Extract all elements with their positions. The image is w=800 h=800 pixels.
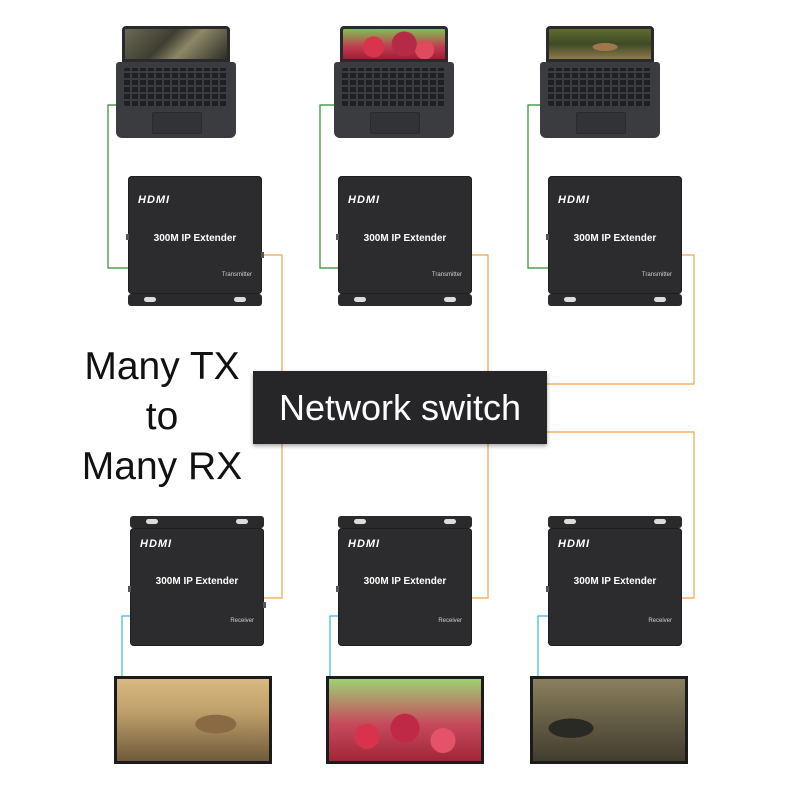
- port: [126, 234, 129, 240]
- device-role: Receiver: [438, 618, 462, 624]
- device-title: 300M IP Extender: [155, 576, 239, 587]
- mounting-ear: [548, 294, 682, 306]
- port: [336, 234, 339, 240]
- display-monitor-1: [114, 676, 272, 764]
- hdmi-cable-3: [527, 104, 548, 269]
- lan-cable-tx-2: [472, 254, 489, 371]
- keyboard: [548, 68, 652, 106]
- hdmi-logo: HDMI: [348, 194, 381, 206]
- hdmi-logo: HDMI: [138, 194, 171, 206]
- device-role: Transmitter: [221, 272, 252, 278]
- hdmi-logo: HDMI: [348, 538, 381, 550]
- device-role: Transmitter: [641, 272, 672, 278]
- hdmi-out-cable-2: [329, 615, 338, 676]
- topology-caption: Many TX to Many RX: [62, 342, 262, 492]
- lan-cable-rx-3: [547, 431, 695, 599]
- device-title: 300M IP Extender: [573, 233, 657, 244]
- mounting-ear: [128, 294, 262, 306]
- touchpad: [370, 112, 420, 134]
- hdmi-logo: HDMI: [140, 538, 173, 550]
- hdmi-cable-2: [319, 104, 342, 269]
- keyboard: [124, 68, 228, 106]
- device-role: Transmitter: [431, 272, 462, 278]
- caption-line-1: Many TX: [84, 345, 240, 388]
- caption-line-3: Many RX: [81, 445, 243, 488]
- laptop-screen: [122, 26, 230, 62]
- hdmi-logo: HDMI: [558, 538, 591, 550]
- lan-cable-tx-1: [264, 254, 283, 371]
- mounting-ear: [338, 294, 472, 306]
- lan-cable-tx-3: [547, 254, 695, 385]
- mounting-ear: [338, 516, 472, 528]
- source-laptop-1: [116, 26, 236, 138]
- keyboard: [342, 68, 446, 106]
- transmitter-unit-1: HDMI 300M IP Extender Transmitter: [126, 176, 264, 306]
- transmitter-unit-3: HDMI 300M IP Extender Transmitter: [546, 176, 682, 306]
- device-title: 300M IP Extender: [363, 576, 447, 587]
- receiver-unit-2: HDMI 300M IP Extender Receiver: [336, 516, 472, 646]
- device-title: 300M IP Extender: [573, 576, 657, 587]
- device-title: 300M IP Extender: [363, 233, 447, 244]
- port: [336, 586, 339, 592]
- hdmi-out-cable-1: [121, 615, 130, 676]
- transmitter-unit-2: HDMI 300M IP Extender Transmitter: [336, 176, 472, 306]
- caption-line-2: to: [145, 395, 179, 438]
- receiver-unit-3: HDMI 300M IP Extender Receiver: [546, 516, 682, 646]
- network-switch-label: Network switch: [278, 387, 522, 428]
- mounting-ear: [548, 516, 682, 528]
- display-monitor-2: [326, 676, 484, 764]
- network-switch: Network switch: [253, 371, 547, 444]
- lan-cable-rx-1: [264, 444, 283, 599]
- device-role: Receiver: [230, 618, 254, 624]
- port: [263, 602, 266, 608]
- laptop-screen: [340, 26, 448, 62]
- hdmi-logo: HDMI: [558, 194, 591, 206]
- source-laptop-3: [540, 26, 660, 138]
- source-laptop-2: [334, 26, 454, 138]
- port: [546, 234, 549, 240]
- device-role: Receiver: [648, 618, 672, 624]
- touchpad: [576, 112, 626, 134]
- port: [546, 586, 549, 592]
- lan-cable-rx-2: [472, 444, 489, 599]
- touchpad: [152, 112, 202, 134]
- port: [261, 252, 264, 258]
- laptop-screen: [546, 26, 654, 62]
- receiver-unit-1: HDMI 300M IP Extender Receiver: [128, 516, 266, 646]
- device-title: 300M IP Extender: [153, 233, 237, 244]
- hdmi-out-cable-3: [537, 615, 548, 676]
- port: [128, 586, 131, 592]
- mounting-ear: [130, 516, 264, 528]
- display-monitor-3: [530, 676, 688, 764]
